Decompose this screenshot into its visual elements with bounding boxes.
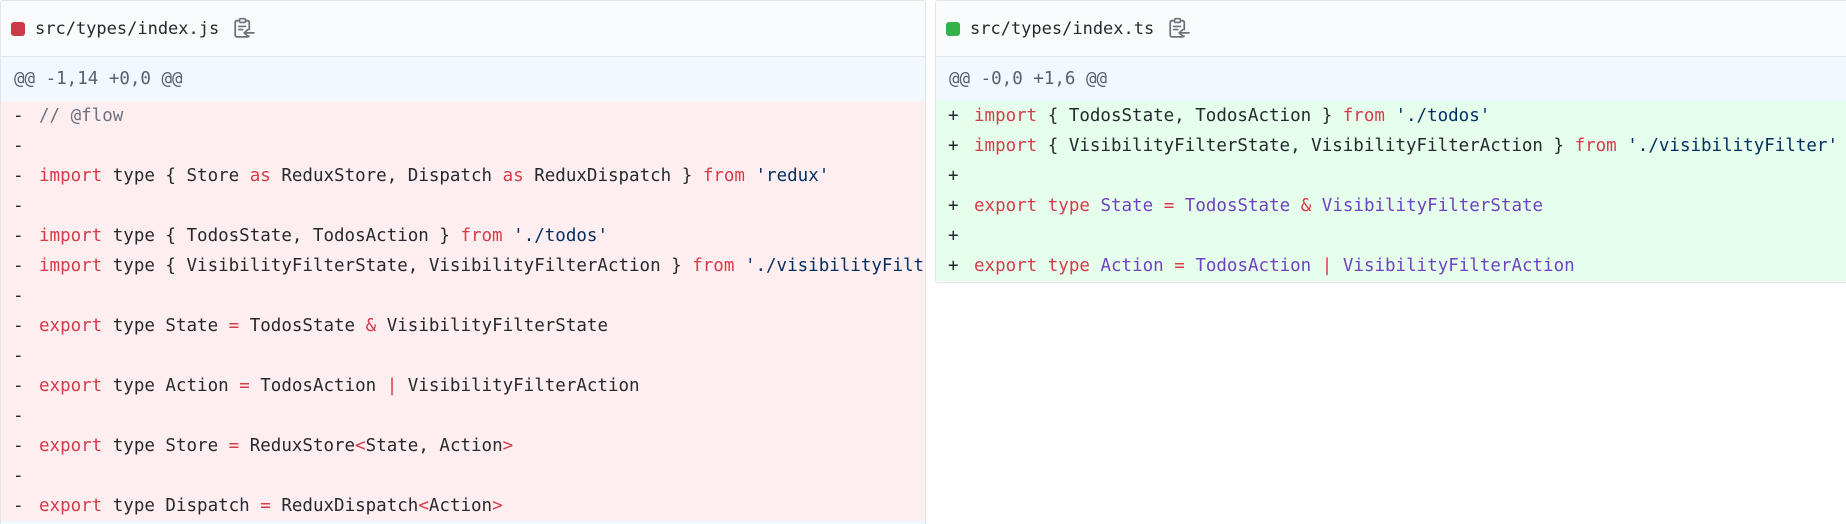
line-code: export type Action = TodosAction | Visib… (974, 256, 1575, 276)
diff-line-added: + export type State = TodosState & Visibi… (936, 191, 1846, 221)
diff-line-deleted: -export type Store = ReduxStore<State, A… (1, 431, 925, 461)
line-marker: + (948, 226, 959, 246)
line-marker: + (948, 136, 959, 156)
file-header-right: src/types/index.ts (936, 1, 1846, 57)
line-code: import type { Store as ReduxStore, Dispa… (39, 166, 830, 186)
line-code: export type Action = TodosAction | Visib… (39, 376, 640, 396)
diff-line-deleted: - (1, 341, 925, 371)
removed-file-icon (11, 21, 25, 36)
copy-path-button-right[interactable] (1164, 15, 1191, 42)
diff-line-added: + import { VisibilityFilterState, Visibil… (936, 131, 1846, 161)
file-header-left: src/types/index.js (1, 1, 925, 57)
line-marker: - (13, 166, 24, 186)
diff-line-added: + export type Action = TodosAction | Visi… (936, 251, 1846, 281)
diff-line-deleted: -export type State = TodosState & Visibi… (1, 311, 925, 341)
diff-line-deleted: - (1, 191, 925, 221)
line-code: import type { VisibilityFilterState, Vis… (39, 256, 925, 276)
line-code: // @flow (39, 106, 124, 126)
diff-line-added: + (936, 221, 1846, 251)
line-marker: - (13, 196, 24, 216)
file-name-right[interactable]: src/types/index.ts (970, 18, 1155, 39)
diff-line-deleted: -import type { VisibilityFilterState, Vi… (1, 251, 925, 281)
line-marker: - (13, 256, 24, 276)
line-marker: - (13, 466, 24, 486)
diff-line-deleted: -// @flow (1, 101, 925, 131)
line-marker: + (948, 166, 959, 186)
diff-line-added: + import { TodosState, TodosAction } from… (936, 101, 1846, 131)
diff-line-deleted: - (1, 131, 925, 161)
added-file-icon (946, 21, 960, 36)
diff-line-deleted: - (1, 401, 925, 431)
line-marker: - (13, 436, 24, 456)
line-marker: - (13, 136, 24, 156)
diff-line-deleted: -export type Dispatch = ReduxDispatch<Ac… (1, 491, 925, 521)
diff-lines-right: + import { TodosState, TodosAction } from… (936, 101, 1846, 281)
diff-lines-left: -// @flow--import type { Store as ReduxS… (1, 101, 925, 521)
file-name-left[interactable]: src/types/index.js (35, 18, 220, 39)
line-marker: + (948, 256, 959, 276)
line-code: import { TodosState, TodosAction } from … (974, 106, 1491, 126)
clipboard-icon (1169, 17, 1191, 38)
diff-line-deleted: - (1, 281, 925, 311)
diff-line-deleted: -import type { Store as ReduxStore, Disp… (1, 161, 925, 191)
hunk-header-left: @@ -1,14 +0,0 @@ (1, 57, 925, 101)
expand-strip (1, 521, 925, 524)
line-code: export type Dispatch = ReduxDispatch<Act… (39, 496, 503, 516)
line-marker: + (948, 106, 959, 126)
line-marker: + (948, 196, 959, 216)
diff-line-deleted: -import type { TodosState, TodosAction }… (1, 221, 925, 251)
hunk-header-right: @@ -0,0 +1,6 @@ (936, 57, 1846, 101)
diff-line-added: + (936, 161, 1846, 191)
line-marker: - (13, 406, 24, 426)
line-code: export type State = TodosState & Visibil… (974, 196, 1544, 216)
line-code: import type { TodosState, TodosAction } … (39, 226, 608, 246)
line-code: export type State = TodosState & Visibil… (39, 316, 608, 336)
line-marker: - (13, 106, 24, 126)
line-marker: - (13, 346, 24, 366)
line-code: import { VisibilityFilterState, Visibili… (974, 136, 1838, 156)
line-marker: - (13, 286, 24, 306)
line-marker: - (13, 226, 24, 246)
copy-path-button-left[interactable] (229, 15, 256, 42)
clipboard-icon (234, 17, 256, 38)
file-card-index-js: src/types/index.js @@ -1,14 +0,0 @@ -// … (0, 0, 926, 524)
line-marker: - (13, 376, 24, 396)
diff-line-deleted: -export type Action = TodosAction | Visi… (1, 371, 925, 401)
diff-line-deleted: - (1, 461, 925, 491)
line-code: export type Store = ReduxStore<State, Ac… (39, 436, 514, 456)
line-marker: - (13, 316, 24, 336)
file-card-index-ts: src/types/index.ts @@ -0,0 +1,6 @@ + impo… (935, 0, 1846, 283)
line-marker: - (13, 496, 24, 516)
